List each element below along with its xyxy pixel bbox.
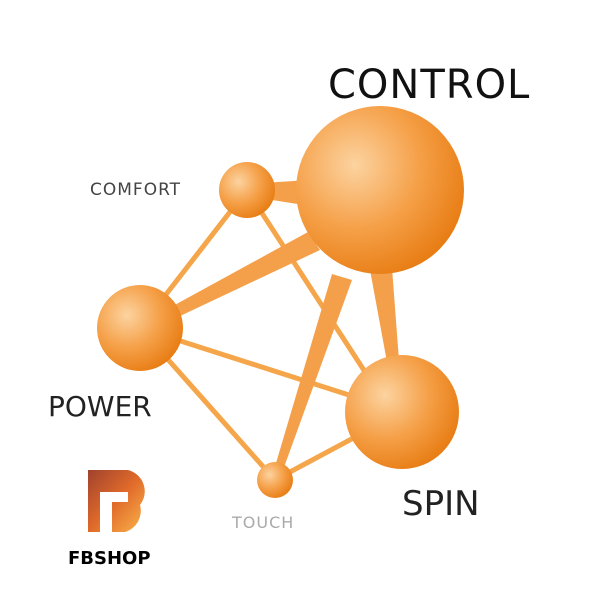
edge-touch-control [271, 274, 352, 481]
label-touch: TOUCH [232, 513, 295, 532]
node-power [97, 285, 183, 371]
fbshop-logo-text: FBSHOP [68, 548, 151, 569]
node-control [296, 106, 464, 274]
edge-comfort-spin [244, 187, 383, 398]
node-spin [345, 355, 459, 469]
label-power: POWER [48, 390, 152, 423]
edge-power-control [140, 232, 320, 334]
node-touch [257, 462, 293, 498]
label-comfort: COMFORT [90, 180, 182, 200]
node-comfort [219, 162, 275, 218]
fbshop-logo-mark [88, 470, 145, 532]
label-control: CONTROL [328, 62, 531, 108]
label-spin: SPIN [402, 484, 480, 524]
